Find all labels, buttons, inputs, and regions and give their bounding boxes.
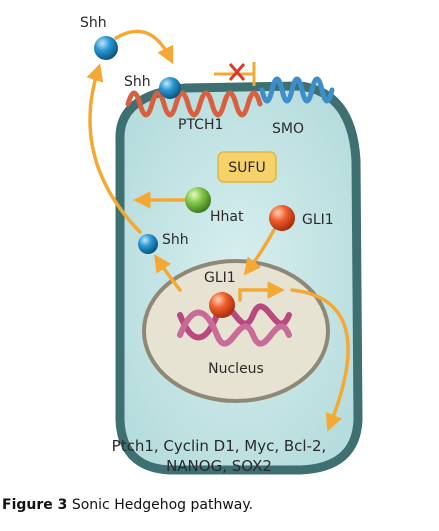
inhibition-x-icon	[228, 63, 246, 81]
hhat-molecule	[185, 187, 211, 213]
ptch1-label: PTCH1	[178, 117, 223, 133]
ptch1-receptor	[125, 90, 263, 118]
gli1-nucleus-label: GLI1	[204, 270, 236, 286]
gli1-nucleus-molecule	[209, 292, 235, 318]
shh-cytoplasm-molecule	[138, 234, 158, 254]
arrow-transcription	[238, 281, 285, 302]
shh-ligand-bound	[159, 77, 181, 99]
inhibition-mark	[214, 62, 256, 86]
figure-caption: Figure 3 Sonic Hedgehog pathway.	[2, 497, 253, 513]
pathway-arrows	[86, 29, 350, 432]
gli1-cytoplasm-molecule	[269, 205, 295, 231]
arrow-to-target-genes	[290, 288, 350, 432]
shh-outside-label: Shh	[80, 15, 107, 31]
figure-caption-label: Figure 3	[2, 497, 68, 513]
figure-caption-text: Sonic Hedgehog pathway.	[71, 497, 254, 513]
nucleus-label: Nucleus	[208, 361, 264, 377]
sufu-label: SUFU	[228, 160, 265, 176]
smo-label: SMO	[272, 121, 304, 137]
arrow-nucleus-to-shh	[154, 254, 182, 292]
smo-receptor	[259, 76, 335, 104]
sufu-box	[217, 151, 277, 183]
target-genes-line2: NANOG, SOX2	[166, 457, 272, 475]
arrow-shh-to-receptor	[114, 29, 174, 65]
shh-cytoplasm-label: Shh	[162, 232, 189, 248]
arrow-gli1-to-nucleus	[243, 228, 276, 276]
gli1-cytoplasm-label: GLI1	[302, 212, 334, 228]
shh-ligand-outside	[94, 36, 118, 60]
arrow-shh-secreted	[86, 63, 142, 234]
target-genes-line1: Ptch1, Cyclin D1, Myc, Bcl-2,	[112, 437, 327, 455]
dna-helix	[177, 303, 292, 347]
hhat-label: Hhat	[210, 209, 244, 225]
shh-receptor-label: Shh	[124, 74, 151, 90]
